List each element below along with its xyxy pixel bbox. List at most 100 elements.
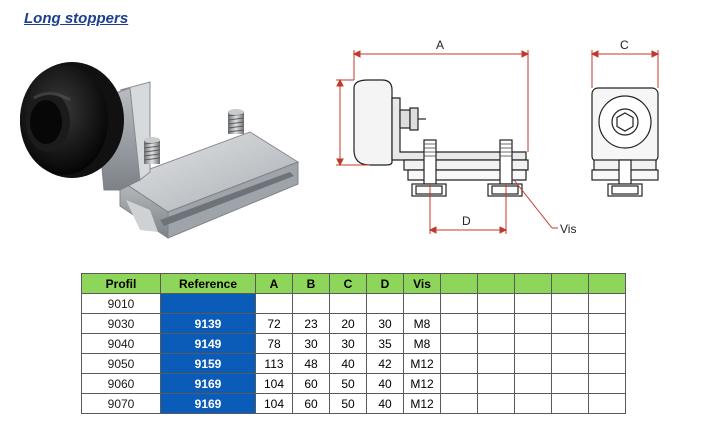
column-header-empty [588,273,626,294]
table-row: 9070 9169 104 60 50 40 M12 [81,393,626,414]
bracket-base [118,131,300,239]
column-header-d: D [366,273,404,294]
cell-empty [514,373,552,394]
cell-empty [477,293,515,314]
cell-empty [440,333,478,354]
cell-empty [514,313,552,334]
cell-empty [514,393,552,414]
table-header-row: Profil Reference A B C D Vis [81,273,626,294]
cell-reference: 9149 [160,333,256,354]
column-header-profil: Profil [81,273,161,294]
cell-a: 78 [255,333,293,354]
side-view [353,79,529,197]
cell-vis: M12 [403,353,441,374]
cell-b: 23 [292,313,330,334]
cell-a [255,293,293,314]
dimension-label-c: C [620,38,629,52]
cell-d: 35 [366,333,404,354]
cell-b: 60 [292,373,330,394]
cell-a: 113 [255,353,293,374]
cell-empty [588,353,626,374]
cell-vis: M12 [403,393,441,414]
column-header-empty [477,273,515,294]
cell-d: 42 [366,353,404,374]
cell-empty [477,313,515,334]
technical-drawing: A B C D Vis [330,38,660,236]
cell-empty [514,353,552,374]
cell-empty [551,313,589,334]
dimension-label-a: A [436,38,444,52]
cell-profil: 9030 [81,313,161,334]
cell-d: 40 [366,373,404,394]
dimension-lines [336,50,660,234]
cell-b: 30 [292,333,330,354]
cell-reference: 9169 [160,393,256,414]
cell-c [329,293,367,314]
cell-profil: 9060 [81,373,161,394]
cell-empty [551,373,589,394]
callout-vis: Vis [560,222,576,236]
cell-d: 40 [366,393,404,414]
cell-vis: M8 [403,313,441,334]
cell-empty [514,293,552,314]
cell-empty [440,393,478,414]
cell-empty [588,313,626,334]
dimension-label-d: D [462,214,471,228]
cell-empty [551,293,589,314]
table-row: 9010 [81,293,626,314]
cell-reference [160,293,256,314]
cell-empty [440,313,478,334]
cell-empty [588,333,626,354]
cell-vis [403,293,441,314]
cell-empty [477,353,515,374]
stud-left [143,137,161,164]
cell-c: 20 [329,313,367,334]
table-row: 9050 9159 113 48 40 42 M12 [81,353,626,374]
table-row: 9060 9169 104 60 50 40 M12 [81,373,626,394]
cell-profil: 9050 [81,353,161,374]
cell-b [292,293,330,314]
cell-empty [440,373,478,394]
column-header-reference: Reference [160,273,256,294]
table-row: 9030 9139 72 23 20 30 M8 [81,313,626,334]
cell-c: 40 [329,353,367,374]
cell-profil: 9010 [81,293,161,314]
cell-empty [440,353,478,374]
rubber-bumper [20,62,124,178]
cell-empty [588,393,626,414]
column-header-empty [551,273,589,294]
cell-empty [551,333,589,354]
cell-vis: M12 [403,373,441,394]
cell-c: 50 [329,373,367,394]
cell-a: 72 [255,313,293,334]
column-header-empty [514,273,552,294]
cell-c: 50 [329,393,367,414]
cell-empty [477,373,515,394]
cell-empty [551,353,589,374]
table-row: 9040 9149 78 30 30 35 M8 [81,333,626,354]
column-header-b: B [292,273,330,294]
cell-d [366,293,404,314]
cell-profil: 9040 [81,333,161,354]
cell-empty [477,333,515,354]
spec-table: Profil Reference A B C D Vis 9010 [81,273,626,414]
stud-right [227,109,245,134]
column-header-a: A [255,273,293,294]
cell-empty [588,373,626,394]
cell-b: 48 [292,353,330,374]
spec-table-body: 9010 9030 9139 72 23 20 30 M8 9040 9149 [81,293,626,414]
page-title: Long stoppers [24,10,129,27]
cell-c: 30 [329,333,367,354]
cell-profil: 9070 [81,393,161,414]
column-header-c: C [329,273,367,294]
cell-d: 30 [366,313,404,334]
column-header-empty [440,273,478,294]
cell-a: 104 [255,393,293,414]
cell-a: 104 [255,373,293,394]
cell-b: 60 [292,393,330,414]
cell-reference: 9159 [160,353,256,374]
cell-reference: 9139 [160,313,256,334]
cell-empty [440,293,478,314]
cell-empty [514,333,552,354]
column-header-vis: Vis [403,273,441,294]
